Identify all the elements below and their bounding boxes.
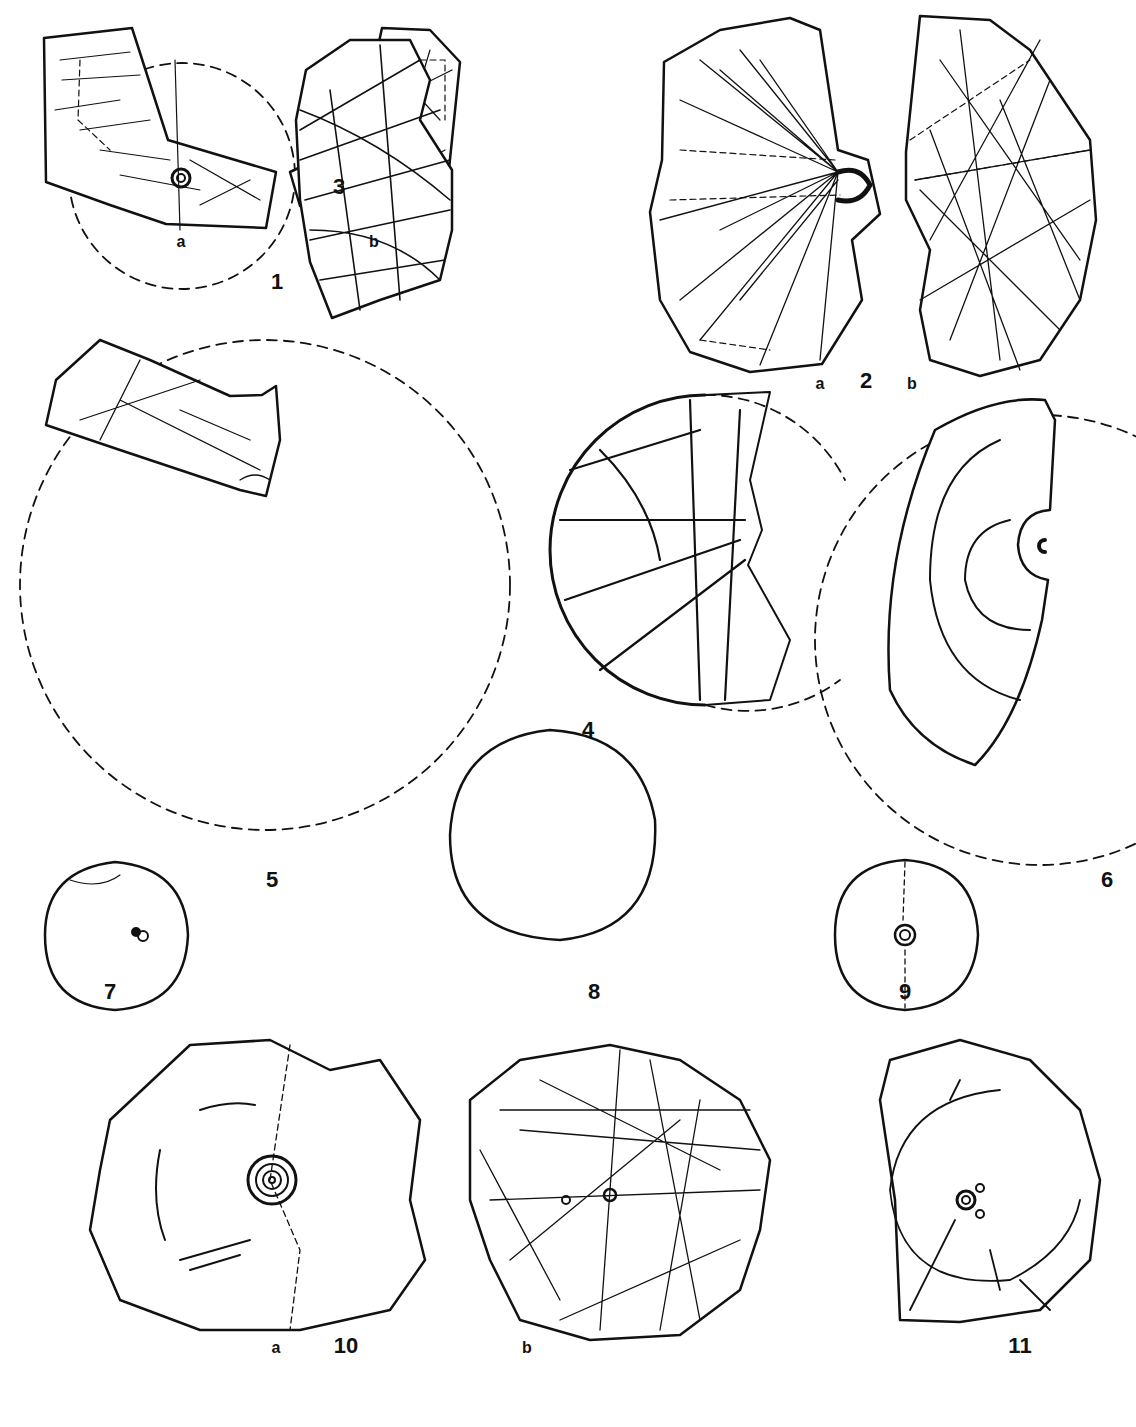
figure-label: 1 xyxy=(271,271,283,293)
figure-label: 7 xyxy=(104,981,116,1003)
figure-label: a xyxy=(816,376,825,392)
figure-label: a xyxy=(272,1340,281,1356)
figure-label: b xyxy=(522,1340,532,1356)
figure-label: 4 xyxy=(582,719,594,741)
figure-label: 6 xyxy=(1101,869,1113,891)
figure-label: 2 xyxy=(860,370,872,392)
figure-label: 9 xyxy=(899,981,911,1003)
figure-label: a xyxy=(177,234,186,250)
figure-label: 10 xyxy=(334,1335,358,1357)
figure-label: 11 xyxy=(1008,1335,1031,1357)
figure-label: 8 xyxy=(588,981,600,1003)
figure-label: b xyxy=(907,376,917,392)
figure-label: 5 xyxy=(266,869,278,891)
figure-label: 3 xyxy=(333,176,345,198)
figure-label: b xyxy=(369,234,379,250)
